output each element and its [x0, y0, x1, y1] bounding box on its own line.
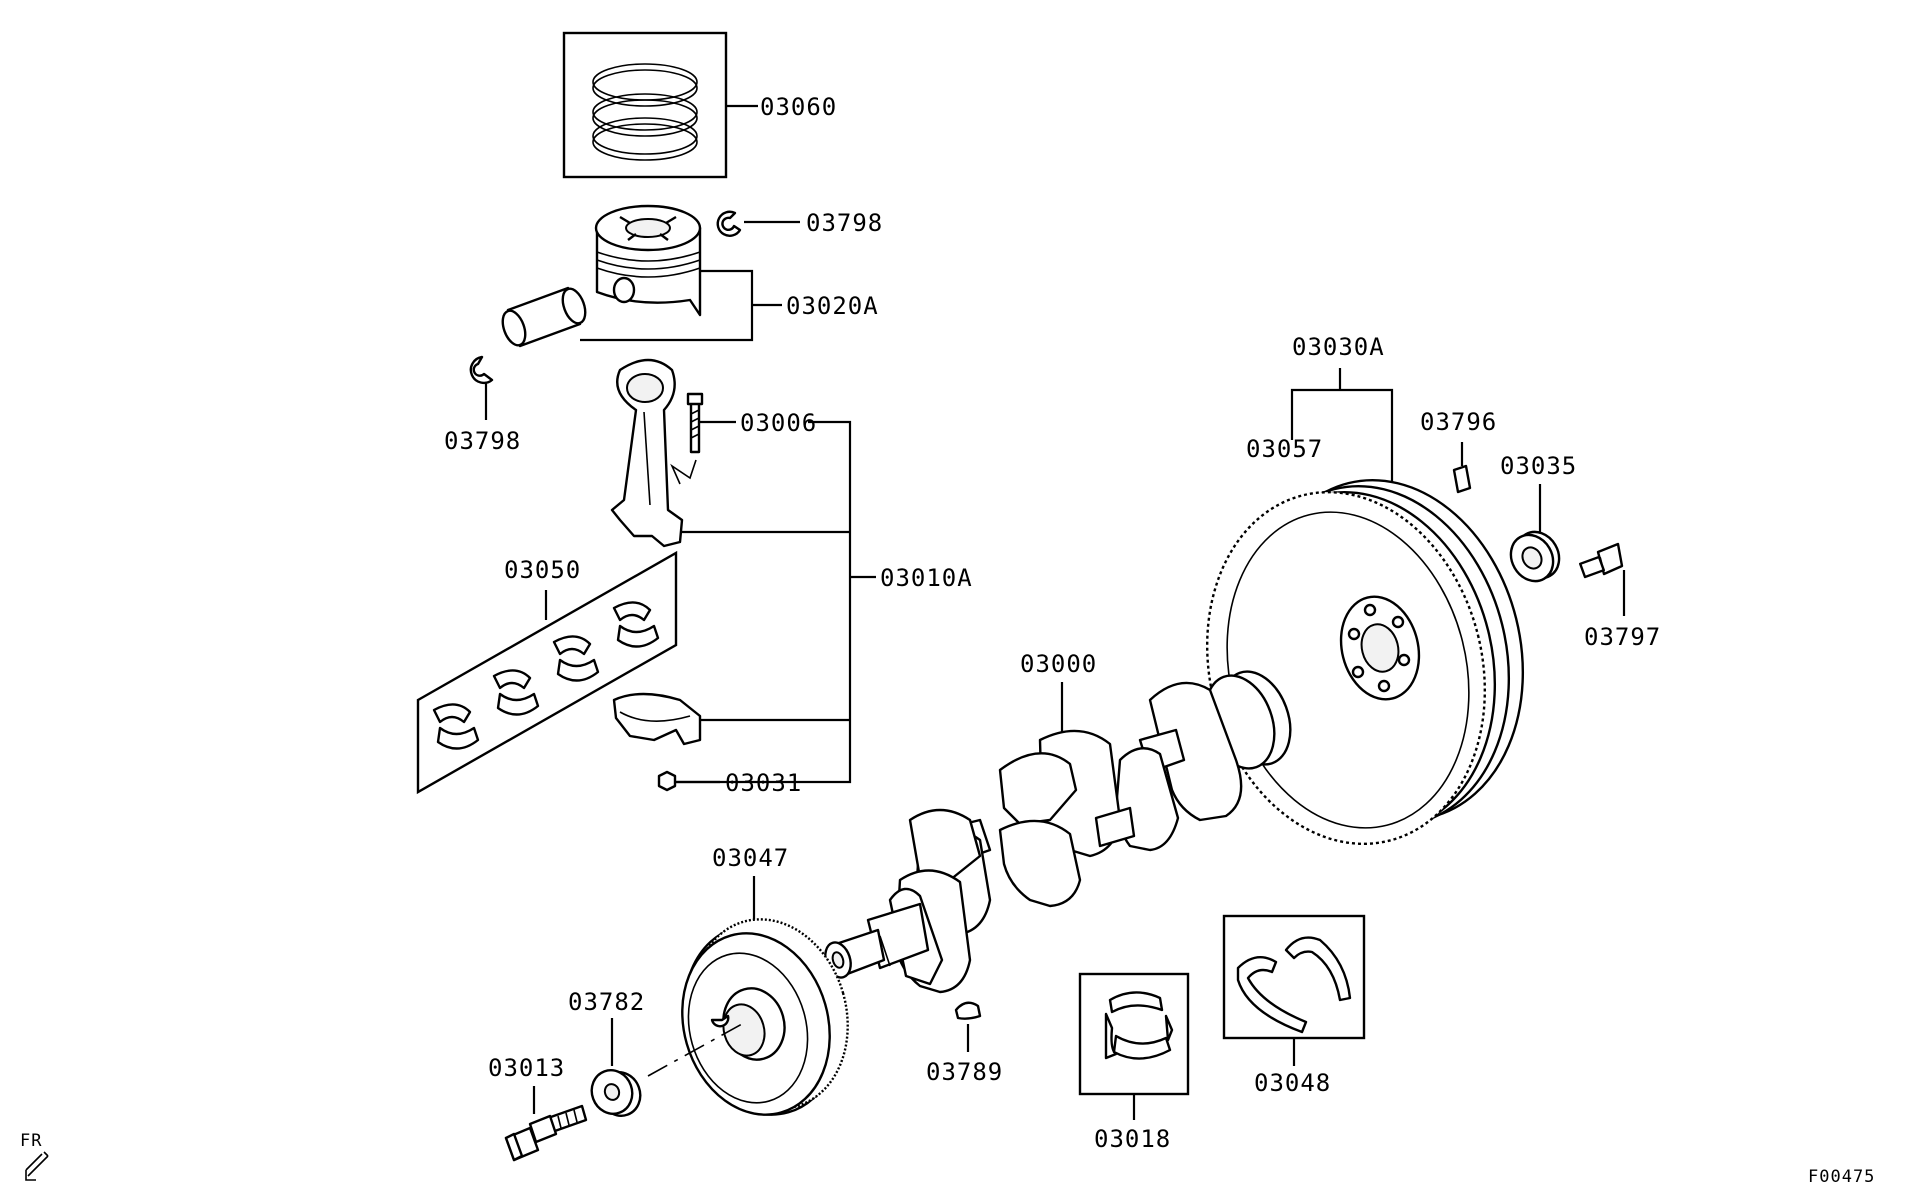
piston-pin-part[interactable]	[498, 286, 589, 349]
part-label-03006: 03006	[740, 409, 817, 437]
main-bearing-part[interactable]	[1078, 972, 1190, 1096]
direction-label: FR	[20, 1131, 42, 1151]
rod-cap-part[interactable]	[612, 692, 702, 746]
part-label-03782: 03782	[568, 988, 645, 1016]
part-label-03035: 03035	[1500, 452, 1577, 480]
part-label-03798-left: 03798	[444, 427, 521, 455]
flywheel-bolt-part[interactable]	[1579, 542, 1624, 579]
part-label-03797: 03797	[1584, 623, 1661, 651]
part-label-03060: 03060	[760, 93, 837, 121]
piston-rings-part[interactable]	[562, 31, 728, 179]
part-label-03000: 03000	[1020, 650, 1097, 678]
figure-code: F00475	[1808, 1167, 1875, 1187]
part-label-03789: 03789	[926, 1058, 1003, 1086]
pilot-bearing-part[interactable]	[1503, 524, 1568, 589]
part-label-03057: 03057	[1246, 435, 1323, 463]
piston-part[interactable]	[594, 204, 702, 317]
circlip-part[interactable]	[716, 210, 742, 237]
part-label-03031: 03031	[725, 769, 802, 797]
part-label-03050: 03050	[504, 556, 581, 584]
woodruff-key-part[interactable]	[954, 1001, 982, 1020]
part-label-03047: 03047	[712, 844, 789, 872]
part-label-03010a: 03010A	[880, 564, 973, 592]
rod-bolt-part[interactable]	[686, 392, 704, 454]
pulley-bolt-part[interactable]	[504, 1104, 588, 1162]
thrust-washer-part[interactable]	[1222, 914, 1366, 1040]
rod-nut-part[interactable]	[657, 770, 677, 792]
crank-pulley-part[interactable]	[661, 901, 869, 1133]
washer-part[interactable]	[586, 1064, 647, 1121]
dowel-pin-part[interactable]	[1452, 464, 1472, 494]
conrod-bearing-set-part[interactable]	[416, 550, 678, 795]
arrow-down-left-icon	[25, 1151, 49, 1181]
part-label-03020a: 03020A	[786, 292, 879, 320]
part-label-03030a: 03030A	[1292, 333, 1385, 361]
part-label-03013: 03013	[488, 1054, 565, 1082]
circlip-part-left[interactable]	[469, 355, 494, 385]
part-label-03018: 03018	[1094, 1125, 1171, 1153]
part-label-03048: 03048	[1254, 1069, 1331, 1097]
front-direction-marker: FR	[20, 1131, 49, 1181]
part-label-03798-top: 03798	[806, 209, 883, 237]
connecting-rod-part[interactable]	[610, 358, 684, 548]
part-label-03796: 03796	[1420, 408, 1497, 436]
flywheel-part[interactable]	[1171, 452, 1558, 874]
crankshaft-part[interactable]	[821, 662, 1302, 994]
